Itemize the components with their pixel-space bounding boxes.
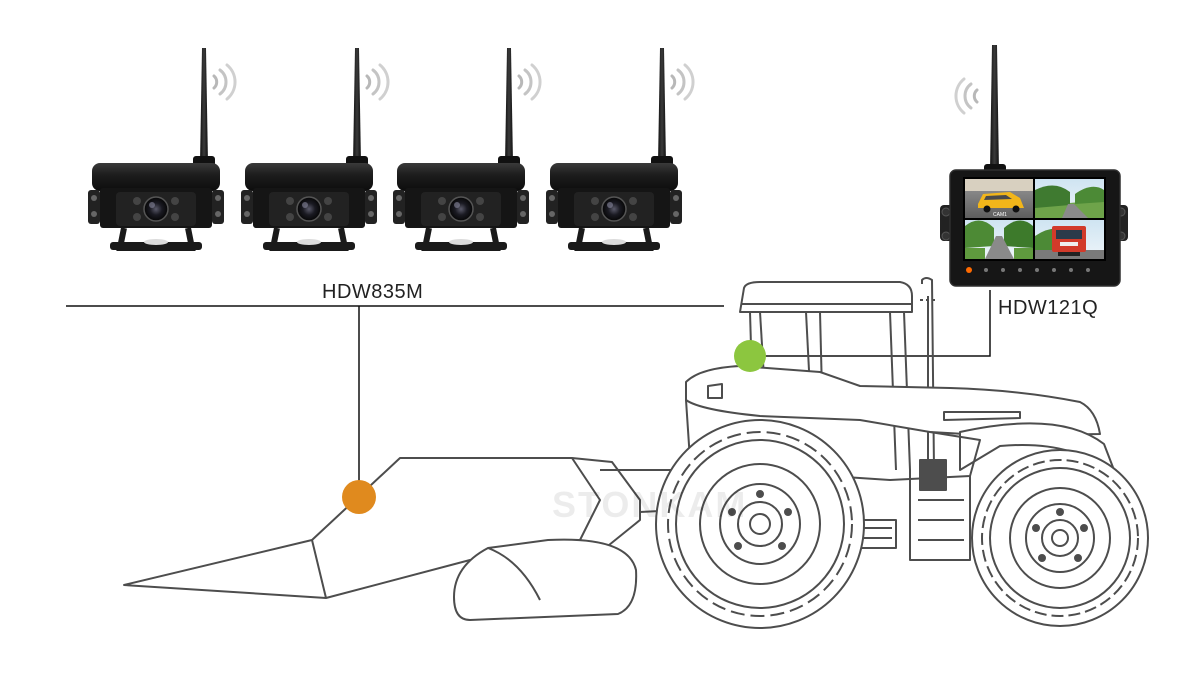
antenna <box>353 48 361 164</box>
monitor-connector-line <box>750 290 991 357</box>
antenna <box>990 45 999 172</box>
camera-unit <box>88 48 237 251</box>
wifi-signal-icon <box>954 77 979 115</box>
monitor-model-label: HDW121Q <box>998 297 1099 319</box>
monitor-mount-point <box>734 340 766 372</box>
camera-body <box>397 163 525 191</box>
camera-unit <box>393 48 542 251</box>
wifi-signal-icon <box>212 63 237 101</box>
camera-body <box>550 163 678 191</box>
rear-wheel <box>655 419 865 629</box>
wifi-signal-icon <box>365 63 390 101</box>
camera-body <box>245 163 373 191</box>
front-wheel <box>971 449 1149 627</box>
power-button-icon <box>966 267 972 273</box>
camera-mount-point <box>342 480 376 514</box>
harvester-header <box>123 457 681 621</box>
tractor <box>655 277 1149 629</box>
camera-lens <box>601 196 627 222</box>
cam1-label: CAM1 <box>993 212 1007 218</box>
watermark: STONKAM <box>552 484 748 525</box>
camera-lens <box>296 196 322 222</box>
camera-model-label: HDW835M <box>322 281 424 303</box>
antenna <box>658 48 666 164</box>
camera-body <box>92 163 220 191</box>
camera-lens <box>143 196 169 222</box>
camera-lens <box>448 196 474 222</box>
antenna <box>505 48 513 164</box>
wifi-signal-icon <box>670 63 695 101</box>
antenna <box>200 48 208 164</box>
camera-unit <box>241 48 390 251</box>
wifi-signal-icon <box>517 63 542 101</box>
camera-unit <box>546 48 695 251</box>
monitor-unit: CAM1 <box>940 45 1128 287</box>
